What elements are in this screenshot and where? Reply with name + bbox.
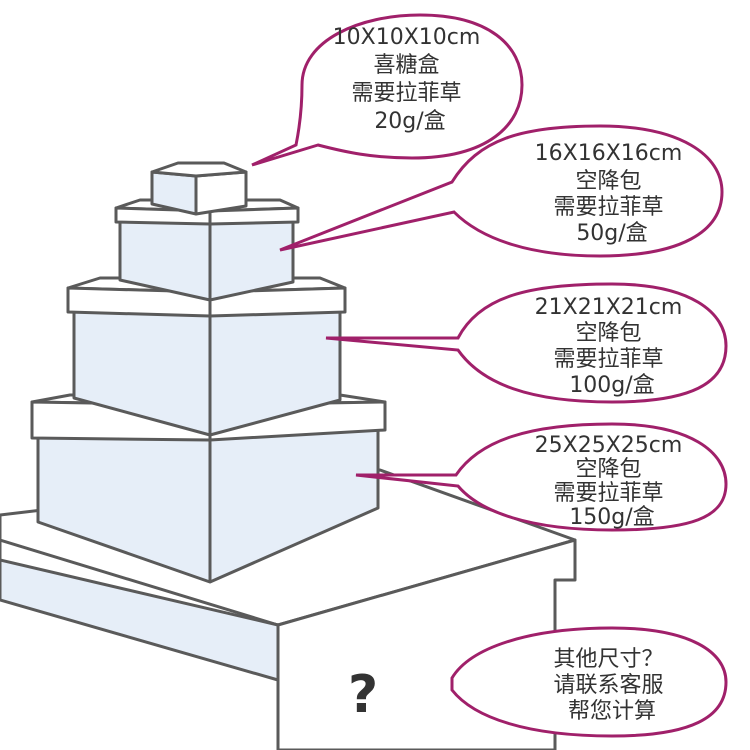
svg-text:25X25X25cm 空降包 需要拉: 25X25X25cm 空降包 需要拉菲草 150g/盒 xyxy=(535,433,690,530)
callout-21cm-type: 空降包 xyxy=(575,321,641,346)
svg-text:16X16X16cm 空降包 需要拉: 16X16X16cm 空降包 需要拉菲草 50g/盒 xyxy=(535,141,690,246)
box-10cm xyxy=(150,161,248,216)
callout-25cm-need: 需要拉菲草 xyxy=(553,481,663,506)
svg-text:21X21X21cm 空降包 需要拉: 21X21X21cm 空降包 需要拉菲草 100g/盒 xyxy=(535,295,690,398)
callout-21cm: 21X21X21cm 空降包 需要拉菲草 100g/盒 xyxy=(325,282,728,404)
box-16cm xyxy=(114,198,300,302)
callout-25cm-weight: 150g/盒 xyxy=(569,505,654,530)
callout-16cm-type: 空降包 xyxy=(575,169,641,194)
callout-other-line1: 其他尺寸？ xyxy=(553,647,663,672)
callout-25cm: 25X25X25cm 空降包 需要拉菲草 150g/盒 xyxy=(355,422,728,532)
callout-10cm-type: 喜糖盒 xyxy=(373,53,439,78)
callout-16cm-bubble xyxy=(279,124,724,258)
callout-21cm-bubble xyxy=(325,282,728,404)
callout-other-sizes: 其他尺寸？ 请联系客服 帮您计算 xyxy=(450,626,728,738)
callout-21cm-need: 需要拉菲草 xyxy=(553,347,663,372)
svg-text:其他尺寸？ 请联系客服 帮您计算: 其他尺寸？ 请联系客服 帮您计算 xyxy=(553,647,670,724)
svg-text:10X10X10cm 喜糖盒 需要拉: 10X10X10cm 喜糖盒 需要拉菲草 20g/盒 xyxy=(333,25,488,134)
callout-16cm-need: 需要拉菲草 xyxy=(553,195,663,220)
callout-21cm-size: 21X21X21cm xyxy=(535,295,683,320)
box-21cm-lid-side xyxy=(208,286,347,318)
box-10cm-side xyxy=(194,170,248,216)
unknown-size-question-mark: ? xyxy=(348,665,378,725)
callout-25cm-type: 空降包 xyxy=(575,457,641,482)
callout-10cm-bubble xyxy=(251,13,524,167)
box-10cm-top xyxy=(150,161,248,178)
callout-10cm-size: 10X10X10cm xyxy=(333,25,481,50)
callout-16cm-weight: 50g/盒 xyxy=(576,221,647,246)
callout-21cm-weight: 100g/盒 xyxy=(569,373,654,398)
callout-other-line3: 帮您计算 xyxy=(568,699,656,724)
callout-25cm-size: 25X25X25cm xyxy=(535,433,683,458)
box-16cm-lid-side xyxy=(208,206,300,226)
callout-10cm: 10X10X10cm 喜糖盒 需要拉菲草 20g/盒 xyxy=(251,13,524,167)
callout-25cm-bubble xyxy=(355,422,728,532)
callout-10cm-weight: 20g/盒 xyxy=(374,109,445,134)
callout-16cm-size: 16X16X16cm xyxy=(535,141,683,166)
box-21cm xyxy=(66,276,347,437)
callout-10cm-need: 需要拉菲草 xyxy=(351,81,461,106)
callout-16cm: 16X16X16cm 空降包 需要拉菲草 50g/盒 xyxy=(279,124,724,258)
callout-other-line2: 请联系客服 xyxy=(553,673,663,698)
callout-other-bubble xyxy=(450,626,728,738)
